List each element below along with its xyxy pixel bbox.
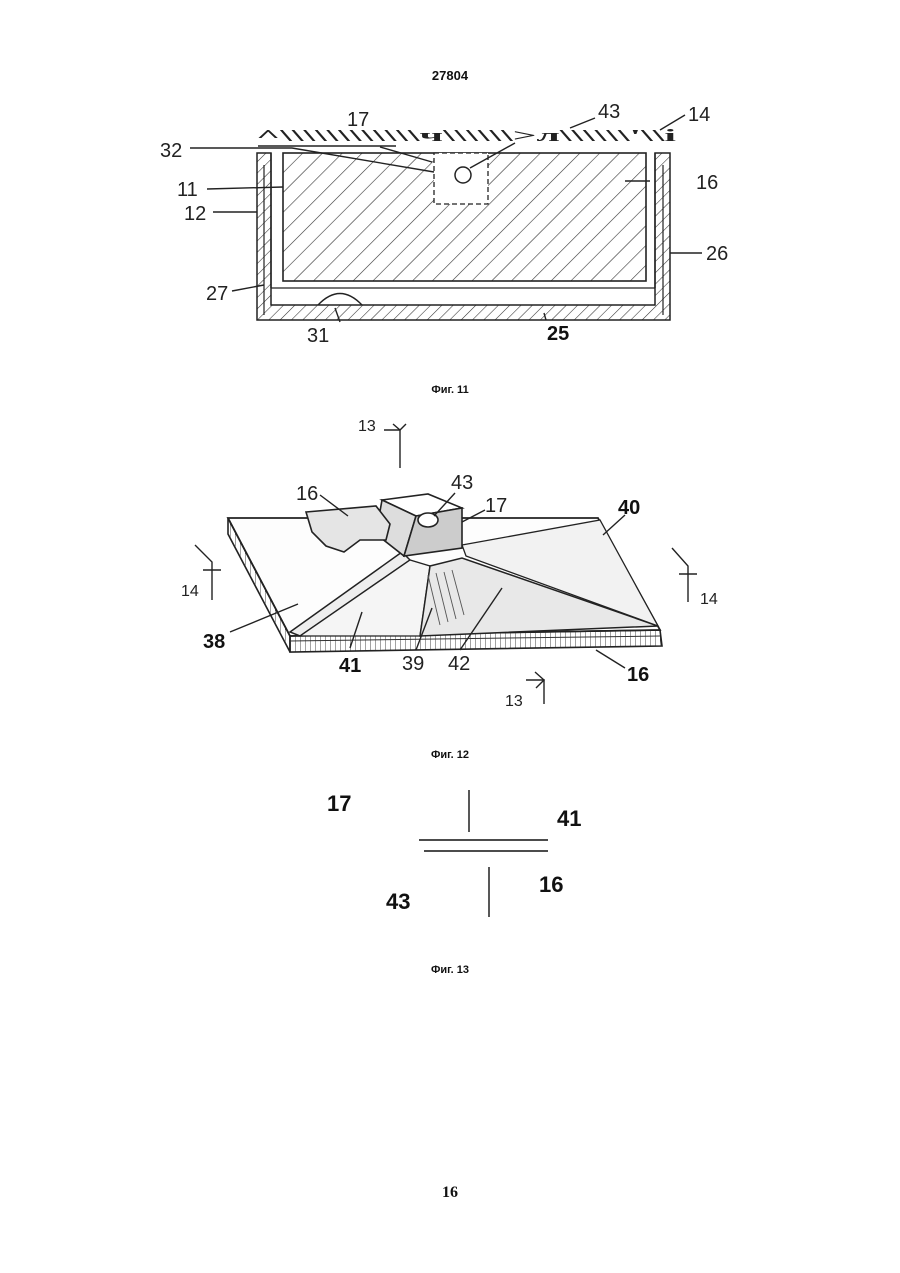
fig13-label-17: 17 [327, 791, 351, 816]
fig13-label-43: 43 [386, 889, 410, 914]
fig13-label-41: 41 [557, 806, 581, 831]
page-number: 16 [0, 1184, 900, 1202]
fig13-caption: Фиг. 13 [0, 964, 900, 976]
fig13-label-16: 16 [539, 872, 563, 897]
